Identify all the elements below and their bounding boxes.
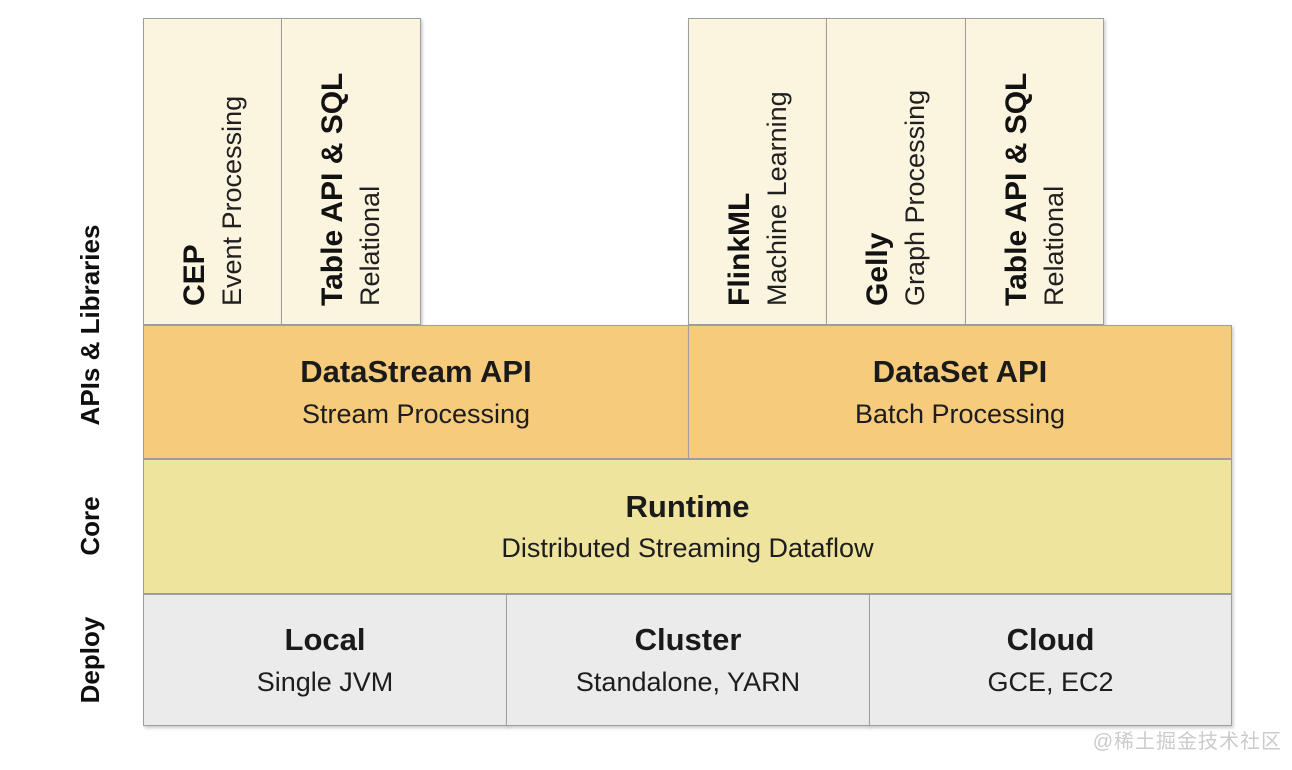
library-title: Gelly (861, 232, 895, 306)
library-title: CEP (177, 243, 211, 306)
core-box-runtime: Runtime Distributed Streaming Dataflow (143, 459, 1232, 594)
deploy-subtitle: Standalone, YARN (575, 666, 801, 697)
side-label-deploy: Deploy (75, 616, 105, 704)
library-title: Table API & SQL (316, 72, 350, 306)
deploy-box-cloud: Cloud GCE, EC2 (869, 594, 1232, 726)
library-subtitle: Relational (355, 185, 386, 306)
deploy-box-cluster: Cluster Standalone, YARN (506, 594, 870, 726)
library-box-table-api-sql-left: Table API & SQL Relational (281, 18, 421, 325)
api-box-datastream: DataStream API Stream Processing (143, 325, 689, 459)
library-subtitle: Machine Learning (761, 90, 792, 306)
library-subtitle: Event Processing (216, 95, 247, 306)
deploy-title: Cloud (1006, 622, 1095, 658)
api-title: DataStream API (300, 354, 532, 390)
library-box-cep: CEP Event Processing (143, 18, 282, 325)
watermark-text: @稀土掘金技术社区 (1092, 731, 1282, 753)
api-title: DataSet API (872, 354, 1048, 390)
library-box-flinkml: FlinkML Machine Learning (688, 18, 827, 325)
api-box-dataset: DataSet API Batch Processing (688, 325, 1232, 459)
deploy-title: Local (284, 622, 366, 658)
side-label-apis-libraries: APIs & Libraries (75, 224, 105, 426)
deploy-box-local: Local Single JVM (143, 594, 507, 726)
library-box-cep-text: CEP Event Processing (146, 22, 280, 322)
library-box-table-right-text: Table API & SQL Relational (968, 22, 1102, 322)
library-title: Table API & SQL (999, 72, 1033, 306)
library-subtitle: Graph Processing (900, 89, 931, 306)
library-title: FlinkML (722, 192, 756, 306)
library-box-gelly-text: Gelly Graph Processing (829, 22, 963, 322)
library-box-table-left-text: Table API & SQL Relational (284, 22, 418, 322)
deploy-title: Cluster (634, 622, 742, 658)
library-box-table-api-sql-right: Table API & SQL Relational (965, 18, 1104, 325)
library-subtitle: Relational (1038, 185, 1069, 306)
deploy-subtitle: Single JVM (256, 666, 394, 697)
library-box-flinkml-text: FlinkML Machine Learning (691, 22, 825, 322)
deploy-subtitle: GCE, EC2 (987, 666, 1114, 697)
library-box-gelly: Gelly Graph Processing (826, 18, 966, 325)
api-subtitle: Stream Processing (301, 398, 531, 429)
core-title: Runtime (625, 488, 750, 524)
core-subtitle: Distributed Streaming Dataflow (501, 533, 874, 564)
api-subtitle: Batch Processing (854, 398, 1066, 429)
